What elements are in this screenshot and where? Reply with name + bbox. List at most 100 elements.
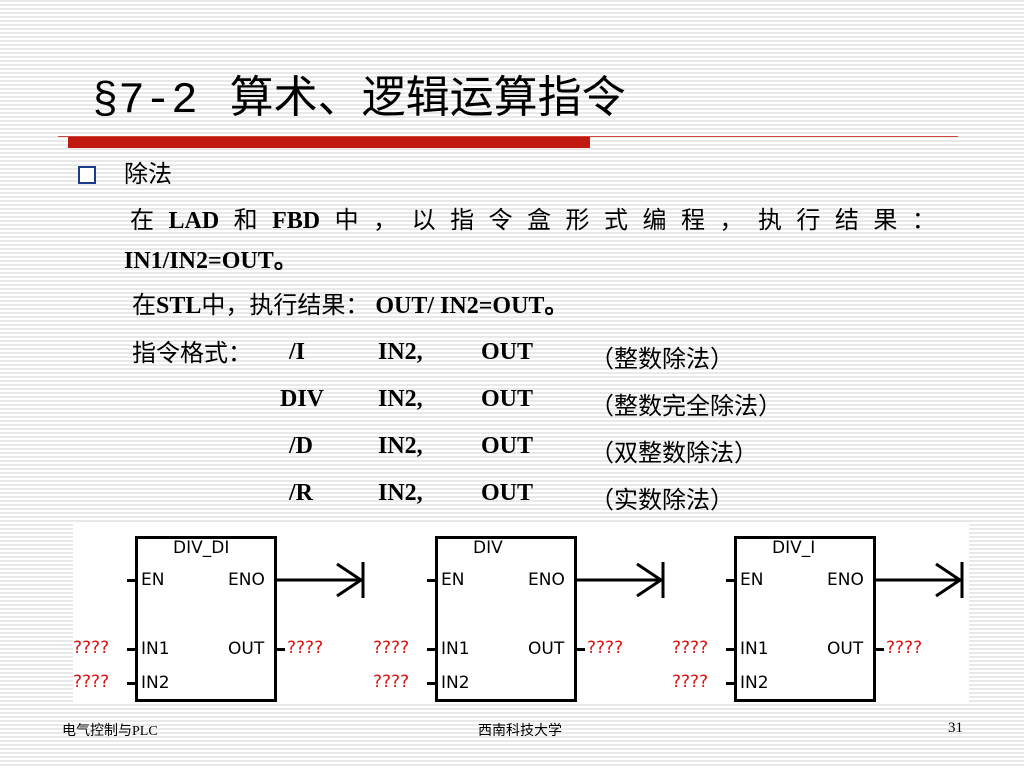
lad-fbd-word: 编: [642, 208, 667, 234]
lad-fbd-word: 行: [796, 208, 821, 234]
in2-placeholder: ????: [373, 672, 410, 692]
function-block-box: [435, 536, 577, 702]
slide-title: §7-2 算术、逻辑运算指令: [92, 68, 626, 131]
stl-prefix: 在: [132, 293, 156, 319]
lad-fbd-word: LAD: [168, 208, 220, 234]
pin-en-label: EN: [441, 570, 465, 590]
title-text: 算术、逻辑运算指令: [229, 72, 626, 123]
format-label: 指令格式：: [132, 341, 252, 367]
pin-in2-label: IN2: [441, 673, 470, 693]
format-out: OUT: [481, 339, 534, 365]
format-desc: （整数完全除法）: [590, 394, 782, 420]
format-desc: （整数除法）: [590, 347, 734, 373]
function-block-box: [734, 536, 876, 702]
pin-en-stub: [127, 579, 135, 582]
lad-fbd-word: 果: [873, 208, 898, 234]
pin-eno-label: ENO: [528, 570, 565, 590]
pin-en-label: EN: [141, 570, 165, 590]
lad-fbd-word: 令: [488, 208, 513, 234]
eno-arrow-icon: [876, 562, 964, 598]
bullet-heading: 除法: [124, 162, 172, 188]
lad-fbd-word: 形: [565, 208, 590, 234]
block-name: DIV: [473, 538, 503, 558]
lad-fbd-word: 结: [834, 208, 859, 234]
stl-formula: OUT/ IN2=OUT。: [369, 293, 569, 319]
format-desc: （双整数除法）: [590, 441, 758, 467]
lad-fbd-word: 盒: [527, 208, 552, 234]
out-placeholder: ????: [587, 638, 624, 658]
eno-arrow-icon: [277, 562, 365, 598]
in1-placeholder: ????: [73, 638, 110, 658]
stl-keyword: STL: [156, 293, 202, 319]
lad-fbd-result: IN1/IN2=OUT。: [124, 248, 298, 274]
pin-out-stub: [277, 648, 285, 651]
lad-fbd-word: 在: [130, 208, 154, 234]
lad-fbd-word: 和: [233, 208, 258, 234]
lad-fbd-word: ，: [373, 208, 398, 234]
pin-out-label: OUT: [827, 639, 864, 659]
pin-out-stub: [876, 648, 884, 651]
pin-in1-label: IN1: [441, 639, 470, 659]
block-name: DIV_I: [772, 538, 816, 558]
title-divider-thin: [58, 136, 958, 137]
pin-out-label: OUT: [228, 639, 265, 659]
lad-fbd-word: 执: [757, 208, 782, 234]
lad-fbd-word: ：: [911, 208, 936, 234]
format-op: /I: [289, 339, 306, 365]
pin-in2-label: IN2: [740, 673, 769, 693]
pin-in1-label: IN1: [740, 639, 769, 659]
pin-out-stub: [577, 648, 585, 651]
lad-fbd-word: ，: [719, 208, 744, 234]
format-row: /D IN2, OUT （双整数除法）: [0, 433, 1024, 467]
format-in2: IN2,: [378, 433, 423, 459]
lad-fbd-word: 式: [604, 208, 628, 234]
pin-in2-label: IN2: [141, 673, 170, 693]
pin-in2-stub: [427, 682, 435, 685]
pin-in1-stub: [726, 648, 734, 651]
title-divider-thick: [68, 137, 590, 148]
section-number: §7-2: [92, 76, 198, 126]
eno-arrow-icon: [577, 562, 665, 598]
block-name: DIV_DI: [173, 538, 230, 558]
pin-en-stub: [427, 579, 435, 582]
format-desc: （实数除法）: [590, 488, 734, 514]
pin-in1-stub: [427, 648, 435, 651]
pin-in1-label: IN1: [141, 639, 170, 659]
in1-placeholder: ????: [373, 638, 410, 658]
pin-eno-label: ENO: [827, 570, 864, 590]
format-op: /R: [289, 480, 313, 506]
footer-university: 西南科技大学: [478, 723, 562, 739]
in1-placeholder: ????: [672, 638, 709, 658]
footer-course: 电气控制与PLC: [62, 720, 158, 740]
function-block-box: [135, 536, 277, 702]
page-number: 31: [948, 720, 963, 736]
lad-fbd-word: FBD: [272, 208, 321, 234]
format-out: OUT: [481, 386, 534, 412]
out-placeholder: ????: [287, 638, 324, 658]
square-bullet-icon: [78, 166, 96, 184]
out-placeholder: ????: [886, 638, 923, 658]
stl-mid: 中，执行结果：: [201, 293, 370, 319]
format-out: OUT: [481, 433, 534, 459]
format-in2: IN2,: [378, 480, 423, 506]
pin-en-label: EN: [740, 570, 764, 590]
lad-fbd-word: 以: [411, 208, 436, 234]
stl-line: 在STL中，执行结果： OUT/ IN2=OUT。: [132, 291, 568, 321]
format-in2: IN2,: [378, 386, 423, 412]
format-op: /D: [289, 433, 313, 459]
pin-in2-stub: [127, 682, 135, 685]
pin-eno-label: ENO: [228, 570, 265, 590]
lad-fbd-word: 程: [680, 208, 705, 234]
lad-fbd-word: 指: [450, 208, 475, 234]
pin-en-stub: [726, 579, 734, 582]
footer-course-cn: 电气控制与: [62, 723, 132, 739]
in2-placeholder: ????: [672, 672, 709, 692]
pin-in1-stub: [127, 648, 135, 651]
in2-placeholder: ????: [73, 672, 110, 692]
footer-course-en: PLC: [132, 724, 158, 739]
